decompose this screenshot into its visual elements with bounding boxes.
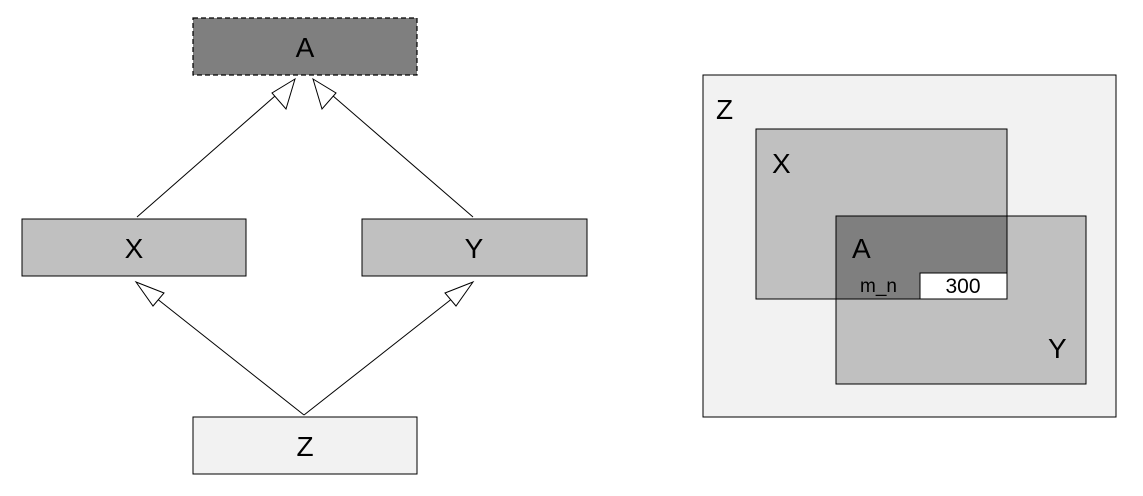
inheritance-edges bbox=[136, 88, 474, 416]
layout-a-label: A bbox=[852, 233, 871, 264]
class-box-z-label: Z bbox=[296, 431, 313, 462]
edge-y-to-a bbox=[324, 88, 474, 218]
arrowhead-z-to-y bbox=[444, 280, 475, 307]
field-value-box bbox=[919, 272, 1008, 300]
arrowhead-y-to-a bbox=[312, 77, 337, 111]
class-box-y: Y bbox=[361, 218, 588, 277]
arrowhead-z-to-x bbox=[134, 280, 165, 307]
edge-x-to-a bbox=[136, 88, 284, 218]
layout-x-outline bbox=[755, 128, 1008, 300]
layout-x-label: X bbox=[772, 148, 791, 179]
layout-y-label: Y bbox=[1048, 333, 1067, 364]
memory-layout-diagram: Z X A m_n 300 Y bbox=[702, 74, 1117, 418]
class-box-x: X bbox=[21, 218, 247, 277]
inheritance-diagram: A X Y Z bbox=[21, 17, 588, 475]
class-box-a-rect bbox=[192, 17, 418, 76]
edge-z-to-x bbox=[150, 293, 305, 416]
layout-y-outline bbox=[835, 215, 1087, 385]
field-value-label: 300 bbox=[945, 275, 980, 298]
class-box-x-label: X bbox=[125, 233, 144, 264]
field-name-label: m_n bbox=[860, 276, 897, 297]
layout-z-label: Z bbox=[716, 94, 733, 125]
class-box-y-rect bbox=[361, 218, 588, 277]
class-box-y-label: Y bbox=[465, 233, 484, 264]
class-box-a-label: A bbox=[296, 32, 315, 63]
class-box-x-rect bbox=[21, 218, 247, 277]
arrowhead-x-to-a bbox=[271, 77, 296, 111]
edge-z-to-y bbox=[303, 293, 459, 416]
class-box-z: Z bbox=[192, 416, 418, 475]
class-box-a: A bbox=[192, 17, 418, 76]
inheritance-arrowheads bbox=[134, 77, 475, 307]
class-box-z-rect bbox=[192, 416, 418, 475]
